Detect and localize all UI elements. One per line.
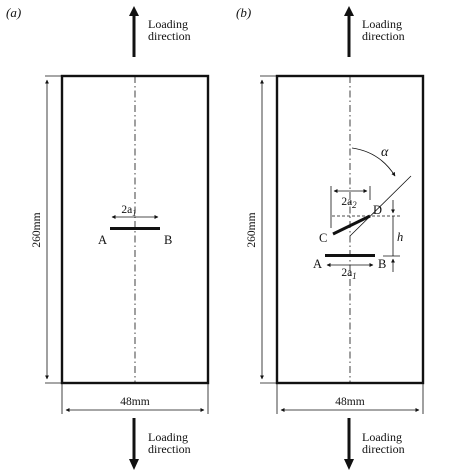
panel-b-crack2-label: 2a — [341, 196, 352, 208]
panel-b-crack1-sub: 1 — [352, 271, 357, 281]
panel-b-top-loading-line1: Loading — [362, 17, 402, 31]
arrow-up-icon — [344, 6, 354, 16]
panel-a-height-dim: 260mm — [31, 212, 43, 247]
panel-a-point-a: A — [98, 233, 107, 247]
arrow-down-icon — [129, 459, 139, 470]
panel-b-top-loading-arrow — [344, 6, 354, 57]
panel-b-point-b: B — [378, 257, 386, 271]
panel-b-width-dim: 48mm — [335, 396, 364, 408]
panel-b-top-loading-line2: direction — [362, 29, 405, 43]
svg-text:2a2: 2a2 — [341, 196, 357, 210]
panel-a-width-dim: 48mm — [120, 396, 149, 408]
panel-b-crack1-label: 2a — [341, 267, 352, 279]
arrow-up-icon — [129, 6, 139, 16]
panel-b-point-d: D — [373, 203, 382, 217]
panel-b-angle-label: α — [381, 145, 389, 160]
panel-a-bottom-loading-arrow — [129, 418, 139, 470]
panel-b-label: (b) — [236, 5, 251, 20]
panel-b: (b) Loading direction 260mm 48mm α 2a2 C — [236, 5, 425, 470]
panel-a-top-loading-line2: direction — [148, 29, 191, 43]
panel-b-crack-cd — [332, 214, 371, 236]
panel-b-offset-label: h — [397, 230, 403, 244]
panel-a-crack-sub: 1 — [132, 208, 137, 218]
panel-a-crack — [110, 227, 160, 230]
panel-b-angle-ray — [349, 175, 412, 237]
panel-b-bottom-loading-line2: direction — [362, 442, 405, 456]
panel-b-crack-ab — [325, 254, 375, 257]
panel-b-bottom-loading-arrow — [344, 418, 354, 470]
panel-b-point-c: C — [319, 231, 327, 245]
svg-text:2a1: 2a1 — [121, 204, 136, 218]
panel-a-bottom-loading-line1: Loading — [148, 430, 188, 444]
panel-a-top-loading-arrow — [129, 6, 139, 57]
panel-b-height-dim: 260mm — [246, 212, 258, 247]
panel-a-bottom-loading-line2: direction — [148, 442, 191, 456]
panel-a-crack-label: 2a — [121, 204, 132, 216]
panel-a: (a) Loading direction 260mm 48mm 2a1 A B — [6, 5, 210, 470]
panel-b-bottom-loading-line1: Loading — [362, 430, 402, 444]
panel-b-crack2-sub: 2 — [352, 200, 357, 210]
panel-b-angle-arc — [351, 147, 396, 177]
svg-text:2a1: 2a1 — [341, 267, 356, 281]
panel-a-label: (a) — [6, 5, 21, 20]
panel-b-point-a: A — [313, 257, 322, 271]
panel-a-top-loading-line1: Loading — [148, 17, 188, 31]
panel-a-point-b: B — [164, 233, 172, 247]
arrow-down-icon — [344, 459, 354, 470]
